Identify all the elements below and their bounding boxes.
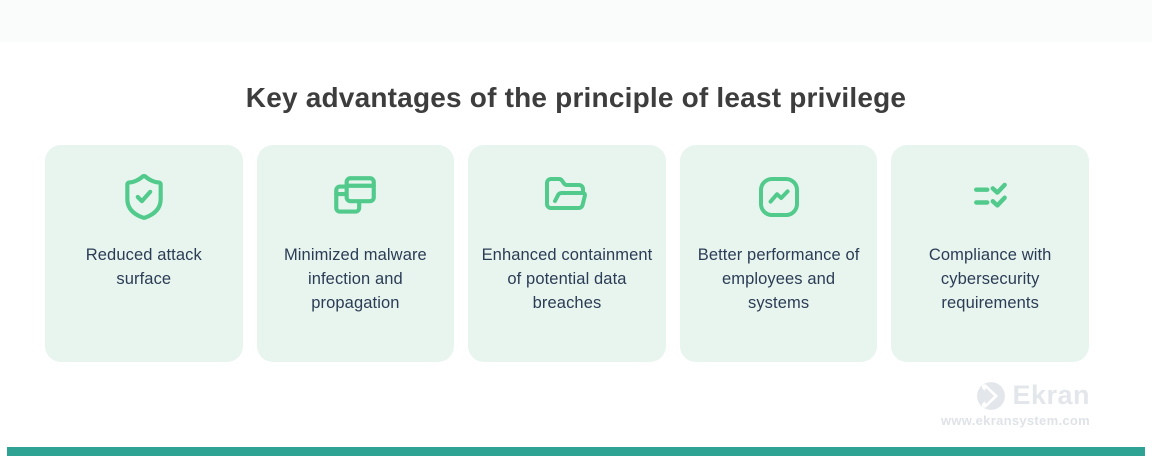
shield-check-icon <box>116 169 172 225</box>
watermark-brand: Ekran <box>1012 380 1090 410</box>
card-label: Better performance of employees and syst… <box>697 246 860 312</box>
card-label: Reduced attack surface <box>85 246 202 288</box>
watermark: Ekran www.ekransystem.com <box>910 380 1090 428</box>
card-reduced-attack-surface: Reduced attack surface <box>45 145 243 362</box>
card-label: Compliance with cybersecurity requiremen… <box>928 246 1052 312</box>
overlapping-windows-icon <box>327 169 383 225</box>
checklist-icon <box>962 169 1018 225</box>
card-label: Enhanced containment of potential data b… <box>481 246 653 312</box>
advantage-cards-row: Reduced attack surface Minimized malware… <box>45 145 1089 362</box>
top-band <box>0 0 1152 42</box>
card-data-breach-containment: Enhanced containment of potential data b… <box>468 145 666 362</box>
bottom-accent-bar <box>7 447 1145 456</box>
open-folder-icon <box>539 169 595 225</box>
card-better-performance: Better performance of employees and syst… <box>679 145 878 362</box>
ekran-logo-icon <box>976 381 1006 411</box>
card-label: Minimized malware infection and propagat… <box>283 246 427 312</box>
card-compliance: Compliance with cybersecurity requiremen… <box>891 145 1089 362</box>
watermark-url: www.ekransystem.com <box>940 413 1090 428</box>
card-minimized-malware: Minimized malware infection and propagat… <box>256 145 455 362</box>
page-title: Key advantages of the principle of least… <box>245 82 907 113</box>
trending-up-icon <box>751 169 807 225</box>
